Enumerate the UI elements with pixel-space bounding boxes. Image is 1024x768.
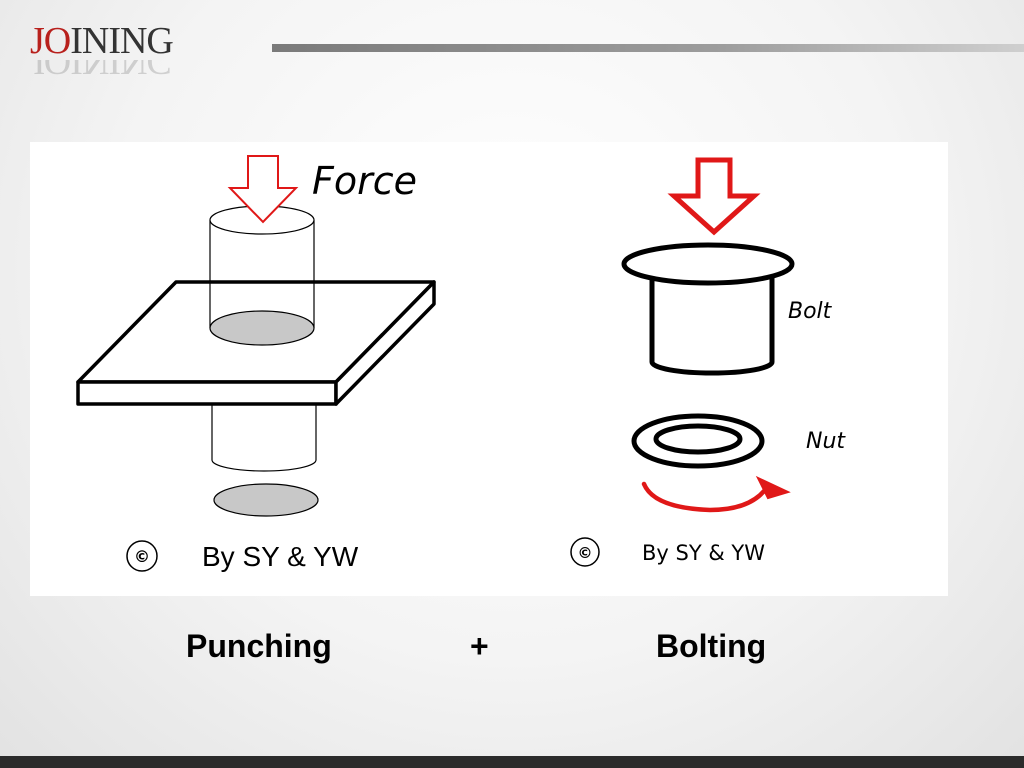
diagram-svg: Force © By SY & YW Bolt Nut © By SY [76, 155, 846, 572]
punching-diagram: Force © By SY & YW [76, 155, 436, 572]
label-nut: Nut [806, 429, 846, 454]
plate-front [76, 380, 338, 406]
force-arrow-icon [227, 155, 299, 224]
caption-plus: + [470, 628, 489, 664]
punched-slug [213, 483, 319, 517]
slide-title: JOINING [30, 20, 174, 62]
plate-side [334, 280, 436, 406]
copyright-circle-left [126, 540, 158, 572]
label-bolt: Bolt [788, 299, 833, 324]
rotation-arrow-curve [641, 481, 771, 513]
bottom-bar [0, 756, 1024, 768]
lower-cylinder-bottom [211, 459, 317, 472]
rotation-arrow-head-icon [755, 475, 791, 500]
caption-punching: Punching [186, 628, 332, 664]
copyright-circle-right [570, 537, 600, 567]
credit-left: By SY & YW [202, 541, 359, 572]
diagram-panel: Force © By SY & YW Bolt Nut © By SY [30, 142, 948, 596]
caption-bolting: Bolting [656, 628, 767, 664]
label-force: Force [312, 159, 417, 203]
slide-title-reflection: JOINING [30, 60, 173, 80]
credit-right: By SY & YW [642, 541, 765, 565]
bolt-arrow-icon [667, 157, 761, 236]
slide-title-reflection-rest: INING [70, 60, 173, 80]
bolt-head [621, 242, 795, 286]
slide-title-reflection-accent: JO [30, 60, 70, 80]
bolting-diagram: Bolt Nut © By SY & YW [570, 157, 846, 567]
slide-title-rest: INING [70, 20, 174, 62]
nut-inner [653, 423, 743, 455]
slide-title-accent: JO [30, 20, 71, 62]
title-rule [272, 44, 1024, 52]
punch-contact-area [209, 310, 315, 346]
bolt-body [649, 278, 775, 376]
copyright-icon-right: © [578, 544, 593, 562]
copyright-icon-left: © [134, 547, 150, 566]
